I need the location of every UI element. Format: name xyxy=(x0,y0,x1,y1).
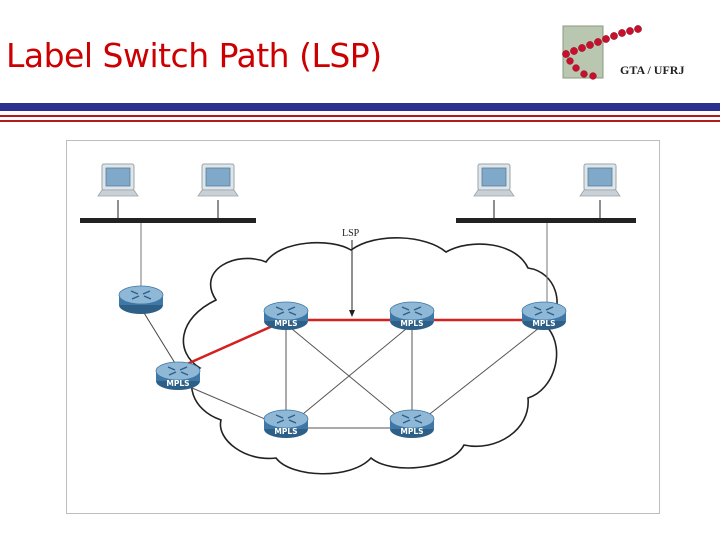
core-links xyxy=(177,323,545,429)
slide-title: Label Switch Path (LSP) xyxy=(6,36,382,75)
gta-logo xyxy=(562,25,642,80)
logo-dots-icon xyxy=(562,25,642,80)
mpls-router-core-top-right: MPLS xyxy=(389,301,435,331)
computer-icon xyxy=(579,163,621,197)
mpls-router-core-bottom-right: MPLS xyxy=(389,409,435,439)
lan-bar-left xyxy=(80,218,256,223)
mpls-router-core-top-left: MPLS xyxy=(263,301,309,331)
computer-icon xyxy=(97,163,139,197)
svg-text:MPLS: MPLS xyxy=(274,427,297,436)
svg-text:MPLS: MPLS xyxy=(274,319,297,328)
network-diagram: LSP MPLS MPLS MPLS MPLS MPLS MPLS xyxy=(66,140,660,514)
logo-text: GTA / UFRJ xyxy=(620,63,685,77)
svg-text:MPLS: MPLS xyxy=(166,379,189,388)
svg-text:MPLS: MPLS xyxy=(400,319,423,328)
logo-square xyxy=(562,25,604,79)
computer-icon xyxy=(473,163,515,197)
mpls-router-ingress: MPLS xyxy=(155,361,201,391)
header-divider xyxy=(0,103,720,122)
divider-red-bar-1 xyxy=(0,115,720,117)
svg-text:MPLS: MPLS xyxy=(532,319,555,328)
router-icon xyxy=(118,285,164,315)
divider-red-bar-2 xyxy=(0,120,720,122)
mpls-router-core-bottom-left: MPLS xyxy=(263,409,309,439)
lsp-label: LSP xyxy=(342,228,360,239)
divider-blue-bar xyxy=(0,103,720,111)
svg-text:MPLS: MPLS xyxy=(400,427,423,436)
mpls-router-egress: MPLS xyxy=(521,301,567,331)
lan-bar-right xyxy=(456,218,636,223)
computer-icon xyxy=(197,163,239,197)
cloud-shape xyxy=(182,237,558,475)
